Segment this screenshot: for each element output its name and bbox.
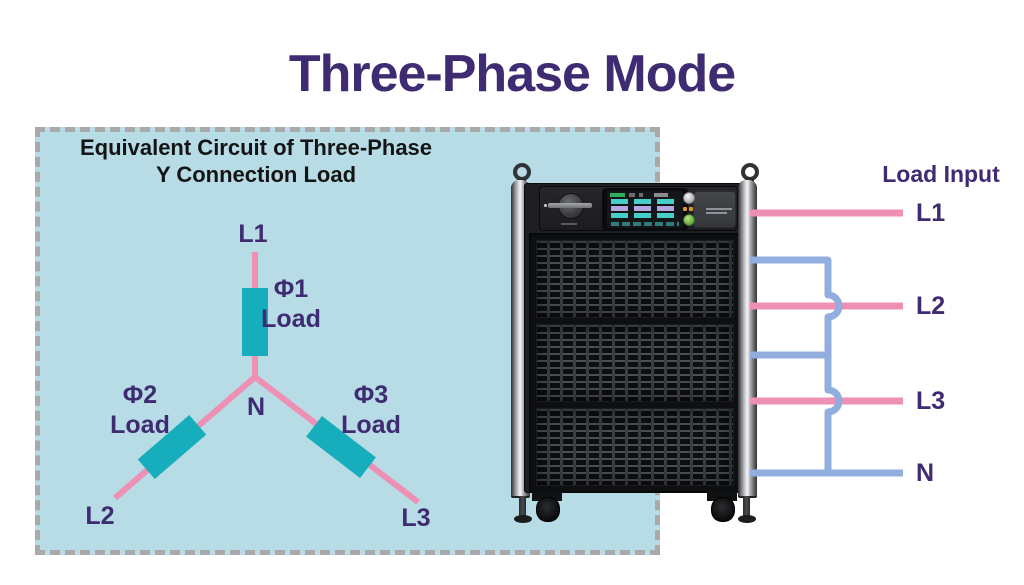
vent-panel-top <box>536 240 734 318</box>
vent-panel-bottom <box>536 408 734 486</box>
screen-value-grid <box>611 221 679 228</box>
caster-wheel-right <box>711 497 735 522</box>
circuit-heading-line1: Equivalent Circuit of Three-Phase <box>79 135 433 160</box>
leveling-foot-pad-right <box>738 515 756 523</box>
touch-screen <box>607 191 683 228</box>
power-knob-handle <box>548 203 592 208</box>
phase3-symbol: Φ3 <box>353 381 389 409</box>
neutral-bus-wire <box>750 256 903 477</box>
phase2-load-label: Φ2 Load <box>90 380 190 440</box>
menu-button <box>683 192 695 204</box>
phase1-load-label: Φ1 Load <box>241 274 341 334</box>
screen-statusbar <box>610 193 680 197</box>
phase2-symbol: Φ2 <box>122 381 158 409</box>
leveling-foot-stem-left <box>519 496 526 517</box>
phase3-load-text: Load <box>341 411 401 439</box>
device-body <box>524 183 744 493</box>
screen-readout-row2 <box>611 206 679 211</box>
screen-readout-row3 <box>611 213 679 218</box>
circuit-heading-line2: Y Connection Load <box>155 162 357 187</box>
knob-caption-line <box>561 223 577 225</box>
model-text-line1 <box>706 208 732 210</box>
terminal-label-l1: L1 <box>238 220 268 248</box>
knob-indicator-dot <box>544 204 547 207</box>
phase1-load-text: Load <box>261 305 321 333</box>
load-input-label-n: N <box>916 459 935 487</box>
caster-mount-right <box>707 491 737 501</box>
leveling-foot-pad-left <box>514 515 532 523</box>
vent-panel-middle <box>536 324 734 402</box>
phase3-load-label: Φ3 Load <box>321 380 421 440</box>
leveling-foot-stem-right <box>743 496 750 517</box>
model-text-line2 <box>706 212 727 214</box>
load-input-label-l1: L1 <box>916 199 946 227</box>
on-off-button <box>683 214 695 226</box>
page-title: Three-Phase Mode <box>288 45 736 103</box>
caster-mount-left <box>532 491 562 501</box>
device-rail-right <box>738 180 757 498</box>
load-input-label-l2: L2 <box>916 292 946 320</box>
control-panel <box>539 186 738 231</box>
screen-readout-row1 <box>611 199 679 204</box>
terminal-label-l2: L2 <box>85 502 115 530</box>
button-section-plate <box>693 191 736 228</box>
caster-wheel-left <box>536 497 560 522</box>
phase2-load-text: Load <box>110 411 170 439</box>
terminal-label-n: N <box>246 393 266 421</box>
load-input-heading: Load Input <box>882 161 1000 187</box>
terminal-label-l3: L3 <box>401 504 431 532</box>
status-led-2 <box>689 207 693 211</box>
load-input-label-l3: L3 <box>916 387 946 415</box>
ac-load-device <box>505 160 765 535</box>
phase1-symbol: Φ1 <box>273 275 309 303</box>
status-led-1 <box>683 207 687 211</box>
vent-panels <box>529 233 741 493</box>
circuit-heading: Equivalent Circuit of Three-Phase Y Conn… <box>40 134 472 188</box>
